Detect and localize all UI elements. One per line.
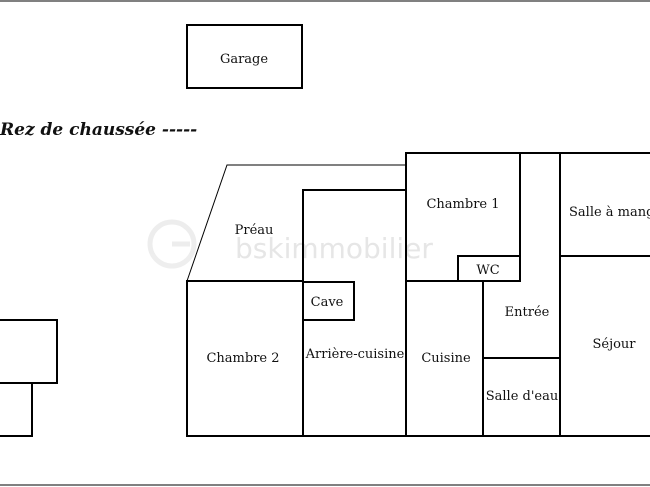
chambre1-label: Chambre 1 <box>426 197 499 212</box>
watermark-text: bskimmobilier <box>235 232 433 265</box>
wc-label: WC <box>476 263 499 278</box>
arriere-cuisine-label: Arrière-cuisine <box>305 347 405 362</box>
chambre2-label: Chambre 2 <box>206 351 279 366</box>
preau-outline <box>186 164 406 282</box>
floor-title: Rez de chaussée ----- <box>0 120 197 140</box>
garage-label: Garage <box>220 52 268 67</box>
watermark-logo <box>147 219 197 269</box>
salle-d-eau-label: Salle d'eau <box>486 389 559 404</box>
garage-room <box>186 24 303 89</box>
cuisine-label: Cuisine <box>421 351 471 366</box>
left-annex-room <box>0 319 58 384</box>
left-annex-lower <box>0 382 33 437</box>
cave-label: Cave <box>311 295 344 310</box>
preau-label: Préau <box>235 223 274 238</box>
entree-walls <box>483 152 561 436</box>
entree-label: Entrée <box>505 305 550 320</box>
salle-a-manger-label: Salle à mang <box>569 205 650 220</box>
cave-room <box>302 281 355 321</box>
sejour-label: Séjour <box>592 337 636 352</box>
